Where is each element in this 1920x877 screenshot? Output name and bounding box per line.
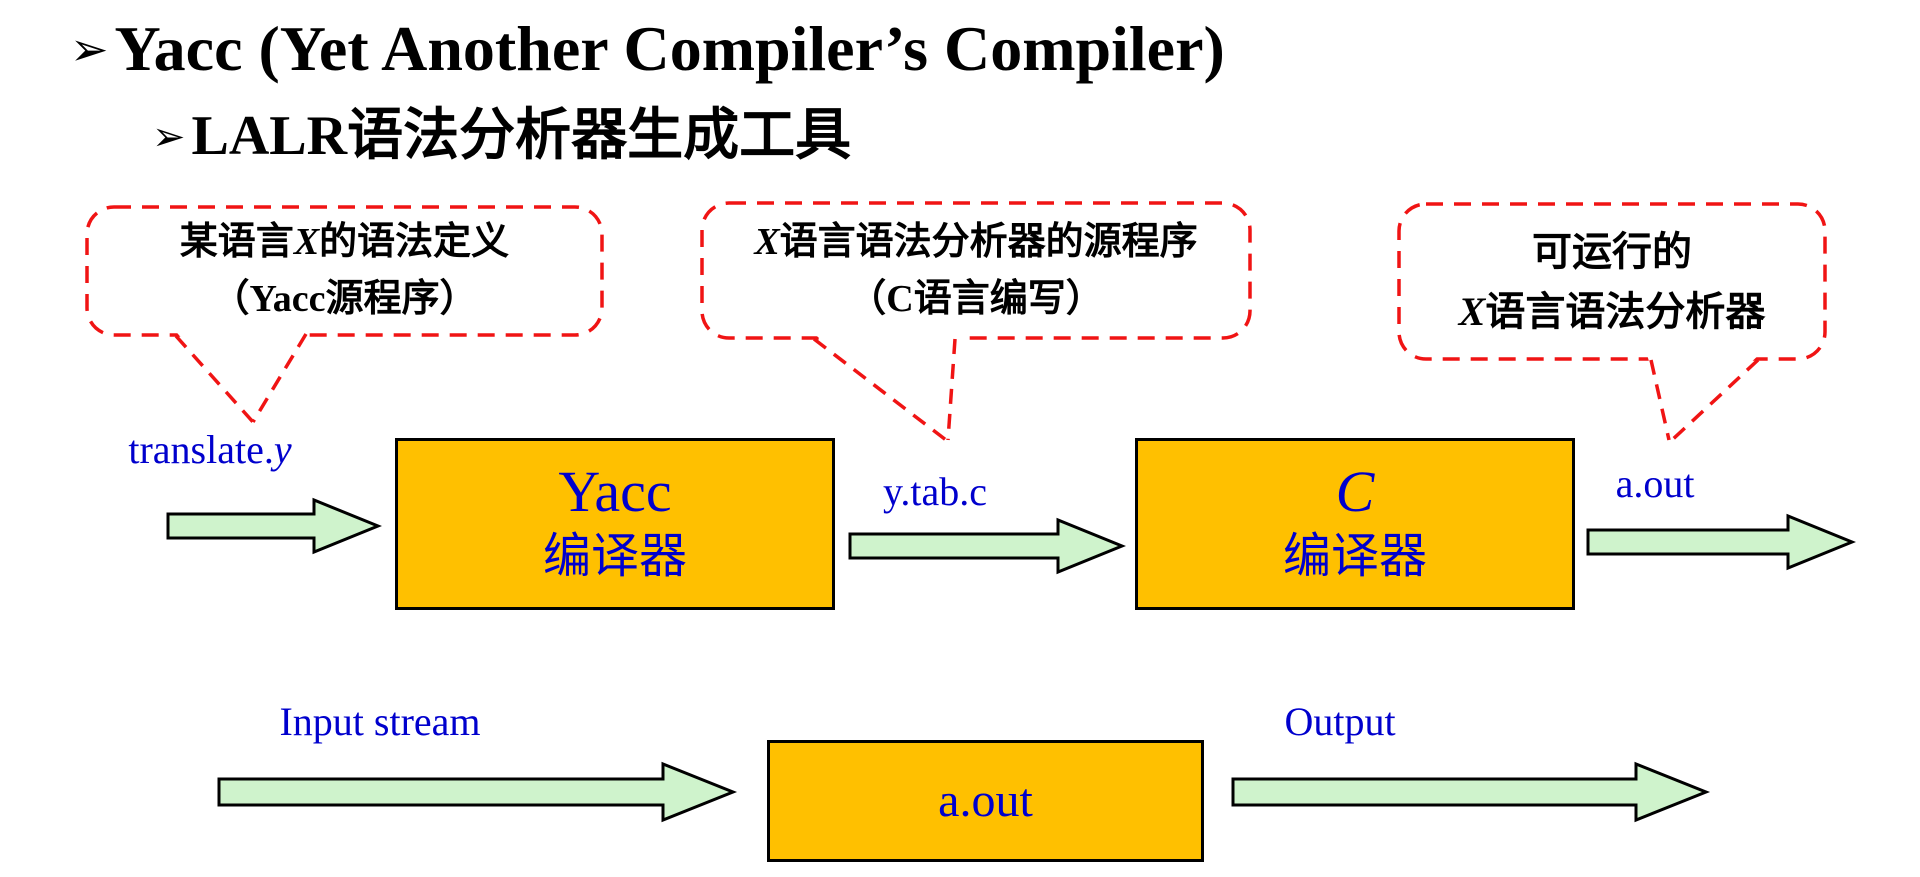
callout-2-tail [809,330,960,438]
callout-executable-line2: X语言语法分析器 [1458,288,1766,334]
callout-1-tail-edge [174,334,255,424]
subtitle-text: LALR语法分析器生成工具 [191,105,852,167]
c-compiler-box: C 编译器 [1135,438,1575,610]
callout-3-outline [1397,202,1827,361]
callout-executable: 可运行的 X语言语法分析器 [1399,204,1825,359]
flow1-arrow-input [166,497,382,555]
label-output: Output [1284,699,1396,744]
flow2-arrow-output [1231,761,1711,823]
yacc-compiler-box: Yacc 编译器 [395,438,835,610]
callout-executable-line1: 可运行的 [1532,228,1692,274]
callout-c-source-line1: X语言语法分析器的源程序 [754,220,1198,263]
slide-subtitle: ➢ LALR语法分析器生成工具 [152,105,852,168]
flow1-arrow-output [1586,513,1856,571]
label-input-stream: Input stream [279,699,481,744]
yacc-compiler-box-line2: 编译器 [542,530,687,584]
subtitle-bullet-icon: ➢ [152,114,186,160]
c-compiler-box-line2: 编译器 [1282,530,1427,584]
callout-3-tail [1646,351,1763,438]
flow2-arrow-input [217,761,738,823]
callout-2-outline [700,201,1252,340]
title-text: Yacc (Yet Another Compiler’s Compiler) [114,13,1225,84]
label-y-tab-c: y.tab.c [882,469,988,514]
label-a-out: a.out [1615,461,1695,506]
callout-3-tail-edge [1670,358,1760,442]
callout-1-outline [85,205,604,337]
aout-box-label: a.out [938,774,1033,828]
flow1-arrow-middle [848,517,1126,575]
callout-1-tail [172,327,310,421]
callout-2-tail-edge [812,337,948,442]
c-compiler-box-line1: C [1335,459,1375,525]
yacc-compiler-box-line1: Yacc [558,459,672,525]
label-translate-y: translate.y [128,427,292,472]
title-bullet-icon: ➢ [70,22,109,76]
callout-yacc-source-line2: （Yacc源程序） [211,278,478,320]
slide-title: ➢ Yacc (Yet Another Compiler’s Compiler) [70,13,1225,84]
callout-2-tail-edge [946,338,957,441]
callout-c-source: X语言语法分析器的源程序 （C语言编写） [702,203,1250,338]
callout-yacc-source: 某语言X的语法定义 （Yacc源程序） [87,207,602,335]
callout-yacc-source-line1: 某语言X的语法定义 [179,221,510,263]
callout-3-tail-edge [1649,359,1671,441]
aout-box: a.out [767,740,1204,862]
callout-c-source-line2: （C语言编写） [848,277,1104,320]
callout-1-tail-edge [251,333,308,423]
